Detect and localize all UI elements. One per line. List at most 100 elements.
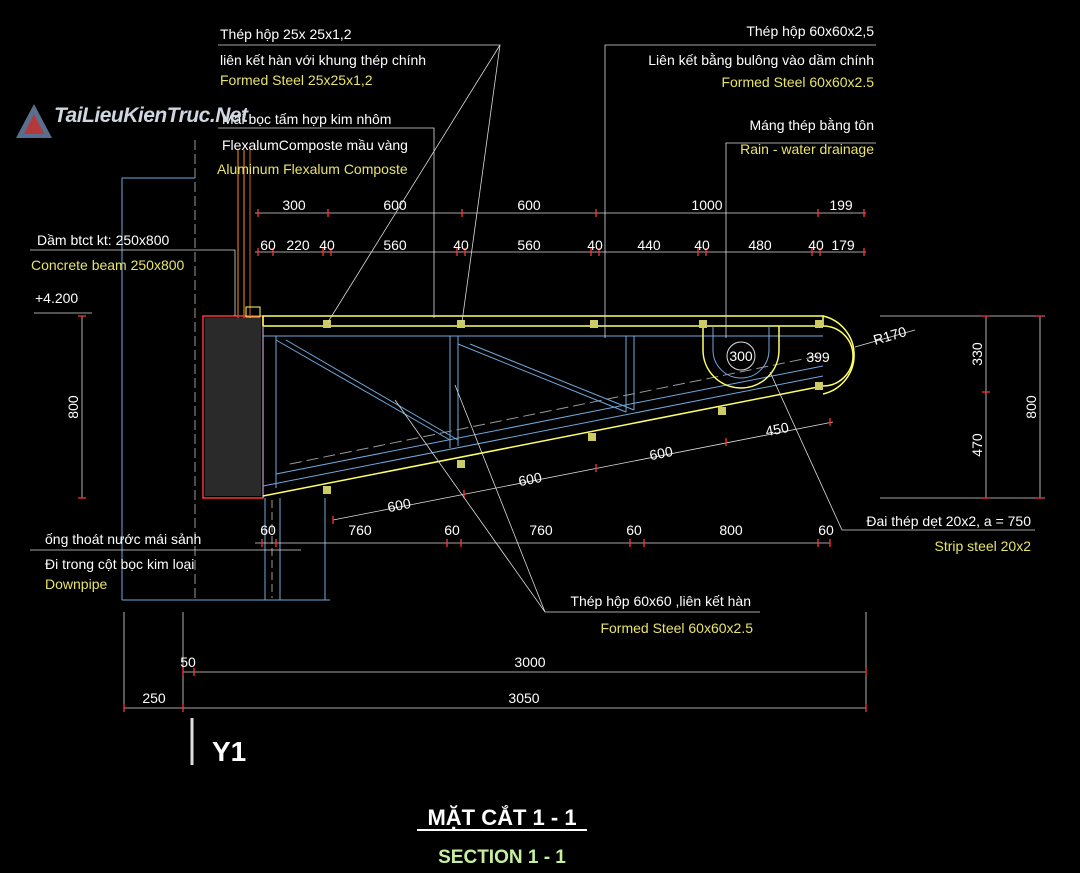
dim-199: 199 <box>829 197 853 213</box>
tick-spans <box>123 668 867 712</box>
small-tube <box>245 306 261 318</box>
tube-node <box>815 320 823 328</box>
tube-node <box>457 320 465 328</box>
leader-weld-b <box>454 384 546 613</box>
dim-40: 40 <box>453 237 469 253</box>
dim-b60: 60 <box>444 522 460 538</box>
web-diagonal <box>457 343 627 413</box>
dim-b760: 760 <box>529 522 553 538</box>
beam-label-en: Concrete beam 250x800 <box>31 257 185 273</box>
web-diagonal <box>275 339 451 441</box>
web-diagonal <box>469 343 635 411</box>
dim-b800: 800 <box>719 522 743 538</box>
pipe-label-vi2: Đi trong cột bọc kim loại <box>45 556 194 572</box>
tube-node <box>323 320 331 328</box>
dim-3050: 3050 <box>508 690 539 706</box>
dim-600: 600 <box>383 197 407 213</box>
structure-lines <box>121 140 855 765</box>
leader-gutter <box>725 142 876 338</box>
dim-b60: 60 <box>626 522 642 538</box>
axis-label: Y1 <box>212 736 246 767</box>
tick-row2 <box>257 248 865 256</box>
pipe-label-en: Downpipe <box>45 576 107 592</box>
section-title-vi: MẶT CẮT 1 - 1 <box>427 805 576 830</box>
tube-node <box>718 407 726 415</box>
gutter-len-label: 399 <box>806 349 830 365</box>
dim-line-slope <box>332 421 834 521</box>
tube-node <box>323 486 331 494</box>
tick-bottom <box>261 539 831 547</box>
bottom-chord <box>262 375 824 487</box>
dim-slope-450: 450 <box>764 419 790 439</box>
dimension-lines <box>34 212 1045 712</box>
beam-label-vi: Dầm btct kt: 250x800 <box>37 232 170 248</box>
leader-lines <box>30 44 1035 613</box>
dim-slope-600: 600 <box>386 495 412 515</box>
weld-label-vi: Thép hộp 60x60 ,liên kết hàn <box>570 593 751 609</box>
tube-node <box>590 320 598 328</box>
watermark-icon <box>16 104 52 138</box>
tube-node <box>588 433 596 441</box>
leader-strip <box>769 371 1035 531</box>
tube-node <box>457 460 465 468</box>
strip-label-vi: Đai thép dẹt 20x2, a = 750 <box>866 513 1031 529</box>
web-diagonal <box>285 339 459 441</box>
tube25-label-en: Formed Steel 25x25x1,2 <box>220 72 373 88</box>
dim-3000: 3000 <box>514 654 545 670</box>
dim-right-800: 800 <box>1023 395 1039 419</box>
concrete-hatch <box>205 318 261 496</box>
dim-560: 560 <box>517 237 541 253</box>
gutter-outer <box>702 326 780 389</box>
tube60-label-vi1: Thép hộp 60x60x2,5 <box>746 23 874 39</box>
dim-60: 60 <box>260 237 276 253</box>
tick-vertical <box>78 315 1044 499</box>
leader-tube25-b <box>461 44 501 323</box>
gutter-pipe-icon <box>726 341 756 371</box>
leader-beam <box>30 249 236 316</box>
roof-nose-inner <box>822 325 854 387</box>
dim-480: 480 <box>748 237 772 253</box>
dim-slope-600: 600 <box>648 443 674 463</box>
elevation-label: +4.200 <box>35 290 78 306</box>
dim-40: 40 <box>319 237 335 253</box>
roof-label-vi2: FlexalumComposte mầu vàng <box>222 137 408 153</box>
dim-50: 50 <box>180 654 196 670</box>
dimension-ticks <box>78 209 1044 712</box>
section-title-en: SECTION 1 - 1 <box>438 847 566 868</box>
tube25-label-vi1: Thép hộp 25x 25x1,2 <box>220 26 352 42</box>
roof-label-en: Aluminum Flexalum Composte <box>217 161 408 177</box>
dim-220: 220 <box>286 237 310 253</box>
leader-roof <box>218 127 435 318</box>
tube-node <box>815 382 823 390</box>
pipe-label-vi1: ống thoát nước mái sảnh <box>45 531 201 547</box>
dim-left-800: 800 <box>65 395 81 419</box>
dim-1000: 1000 <box>691 197 722 213</box>
dim-b60: 60 <box>818 522 834 538</box>
roof-nose-outer <box>822 315 855 395</box>
gutter-label-vi: Máng thép bằng tôn <box>749 117 874 133</box>
watermark-logo: TaiLieuKienTruc.Net <box>14 100 254 152</box>
leader-tube60 <box>604 44 876 338</box>
dim-600: 600 <box>517 197 541 213</box>
watermark-text: TaiLieuKienTruc.Net <box>54 104 248 127</box>
slope-hidden-line <box>289 354 824 465</box>
tube60-label-vi2: Liên kết bằng bulông vào dầm chính <box>648 52 874 68</box>
dim-b60: 60 <box>260 522 276 538</box>
leader-radius <box>854 329 916 348</box>
dim-250: 250 <box>142 690 166 706</box>
dim-179: 179 <box>831 237 855 253</box>
roof-top <box>262 315 824 327</box>
dim-330: 330 <box>969 342 985 366</box>
gutter-inner <box>712 326 770 379</box>
tube60-label-en: Formed Steel 60x60x2.5 <box>721 74 874 90</box>
dim-40: 40 <box>808 237 824 253</box>
radius-label: R170 <box>871 323 908 348</box>
dim-40: 40 <box>694 237 710 253</box>
strip-label-en: Strip steel 20x2 <box>935 538 1032 554</box>
roof-label-vi1: Mái bọc tấm hợp kim nhôm <box>222 111 391 127</box>
dim-300: 300 <box>282 197 306 213</box>
dim-b760: 760 <box>348 522 372 538</box>
weld-label-en: Formed Steel 60x60x2.5 <box>600 620 753 636</box>
gutter-label-en: Rain - water drainage <box>740 141 874 157</box>
